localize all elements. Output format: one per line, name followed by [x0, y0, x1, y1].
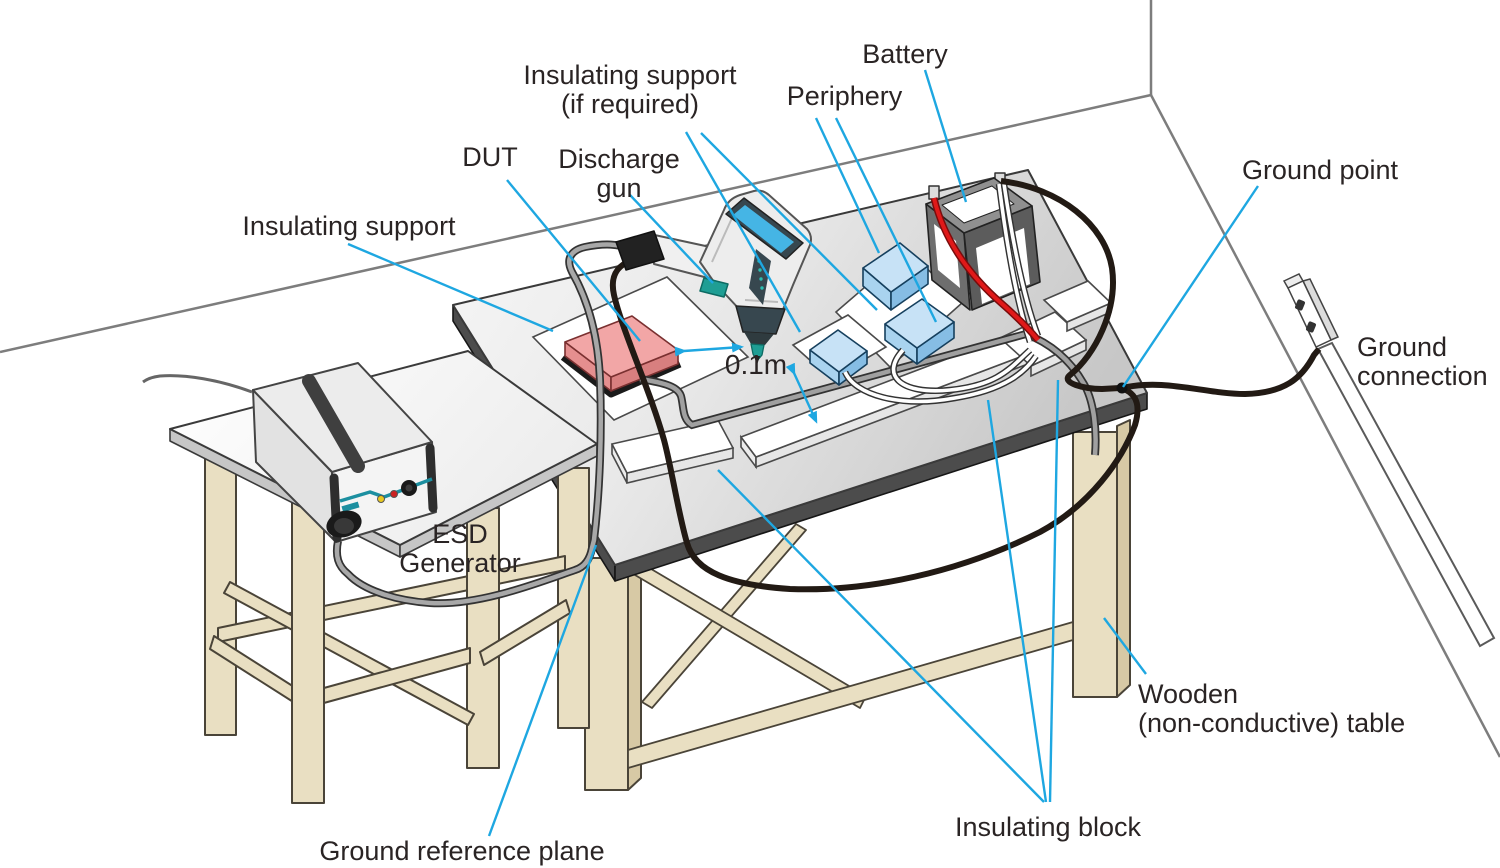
esd-generator — [142, 362, 438, 543]
leader-wooden-table — [1103, 617, 1147, 675]
label-ground-point: Ground point — [1241, 155, 1399, 185]
gun-tip-point — [754, 356, 760, 365]
periphery-boxes — [809, 242, 955, 386]
leader-insulating-block-2 — [986, 399, 1048, 803]
insulating-blocks — [610, 280, 1113, 485]
label-battery: Battery — [862, 39, 948, 69]
table-leg — [204, 424, 237, 736]
wall-lines — [0, 0, 1500, 758]
label-distance-0-1m: 0.1m — [724, 349, 788, 380]
table-leg-right — [1072, 419, 1131, 698]
indicator-led-red — [390, 490, 398, 498]
label-line: (non-conductive) table — [1138, 707, 1406, 738]
periphery-box-1 — [862, 242, 929, 311]
leader-ground-reference-plane — [487, 544, 598, 837]
generator-connector-inner — [334, 518, 354, 534]
leader-insulating-support-if-2 — [700, 132, 878, 311]
label-ground-connection: Ground connection — [1357, 333, 1500, 391]
leader-insulating-support-if-1 — [684, 131, 802, 333]
leader-insulating-block-1 — [717, 469, 1045, 803]
label-dut: DUT — [462, 142, 518, 172]
insulating-block-strip-left — [610, 419, 735, 485]
label-line: Wooden — [1138, 679, 1239, 709]
generator-handle — [302, 374, 365, 473]
label-line: Ground — [1357, 332, 1448, 362]
gun-screen — [733, 205, 794, 253]
discharge-gun — [615, 189, 812, 365]
gun-trigger — [699, 277, 729, 298]
wall-floor-line-right — [1149, 94, 1500, 758]
battery-terminal — [928, 185, 940, 200]
label-line: Generator — [399, 547, 521, 578]
wall-floor-line-left — [0, 93, 1152, 354]
discharge-return-cable — [609, 257, 1141, 593]
leader-dut — [506, 179, 641, 342]
label-insulating-block: Insulating block — [954, 812, 1142, 842]
label-line: Insulating support — [523, 60, 737, 90]
label-periphery: Periphery — [786, 81, 903, 111]
gun-nozzle-cone — [744, 332, 774, 345]
label-esd-generator: ESD Generator — [370, 520, 550, 578]
outlet-sockets — [1295, 299, 1316, 333]
label-line: (if required) — [560, 88, 700, 119]
gun-emblem — [749, 249, 771, 305]
label-line: connection — [1357, 360, 1488, 391]
wall-raceway — [1316, 341, 1496, 648]
table-leg-front-left — [584, 545, 642, 791]
equipment-cables — [842, 178, 1121, 405]
label-line: gun — [596, 172, 642, 203]
table-leg — [557, 467, 590, 729]
leader-ground-point — [1122, 185, 1259, 388]
label-line: ESD — [432, 519, 488, 549]
generator-knob-center — [405, 484, 413, 492]
ground-connection-cable — [1121, 347, 1322, 398]
label-discharge-gun: Discharge gun — [543, 145, 695, 203]
dut-shadow — [560, 354, 682, 398]
label-wooden-table: Wooden (non-conductive) table — [1138, 680, 1458, 738]
label-insulating-support: Insulating support — [242, 211, 456, 241]
table-leg — [291, 497, 325, 804]
indicator-led-yellow — [377, 495, 385, 503]
leader-battery — [923, 69, 968, 203]
leader-lines — [347, 69, 1259, 837]
leader-insulating-block-3 — [1048, 379, 1060, 803]
gun-handle-cap — [615, 230, 665, 271]
battery-black-cable — [1000, 178, 1121, 393]
periphery-box-2 — [884, 298, 955, 365]
label-ground-reference-plane: Ground reference plane — [319, 836, 605, 866]
leader-discharge-gun — [629, 194, 714, 284]
generator-logo — [341, 501, 360, 513]
label-line: Discharge — [558, 144, 680, 174]
generator-power-cord — [142, 374, 253, 394]
leader-insulating-support — [347, 242, 554, 333]
gun-nozzle — [735, 305, 786, 335]
periphery-box-3 — [809, 329, 868, 386]
gun-tip — [750, 343, 765, 362]
dimension-arrow-diagonal — [785, 362, 818, 424]
generator-gun-cable — [332, 240, 634, 608]
label-insulating-support-if: Insulating support (if required) — [455, 61, 805, 119]
table-stretcher — [627, 621, 1074, 769]
leader-periphery-2 — [834, 117, 938, 323]
power-strip — [1282, 273, 1340, 348]
leader-periphery-1 — [814, 117, 881, 254]
dimension-arrow-horizontal — [674, 342, 744, 357]
